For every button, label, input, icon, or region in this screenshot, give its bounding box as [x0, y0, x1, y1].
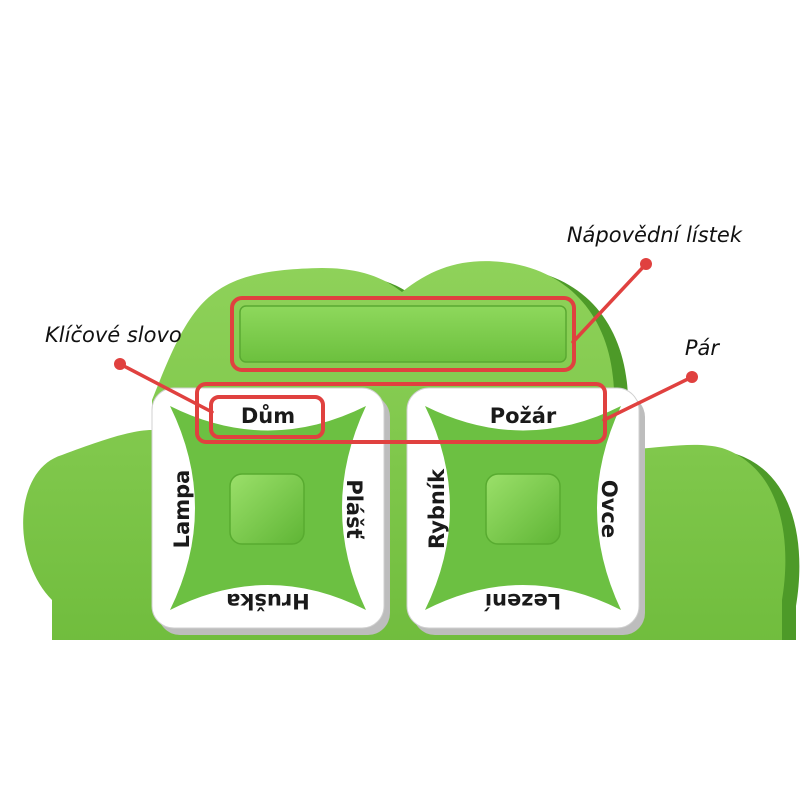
- hint-slip-leader: [571, 262, 648, 344]
- card-1-word-bottom: Hruška: [226, 589, 310, 613]
- callout-leaders: [118, 262, 694, 422]
- card-2-center-slot: [485, 473, 561, 545]
- card-1-word-left: Lampa: [170, 470, 194, 549]
- card-1-word-top: Dům: [241, 404, 295, 428]
- card-2: Požár Rybník Ovce Lezení: [406, 387, 645, 635]
- card-1-center-slot: [229, 473, 305, 545]
- card-2-word-top: Požár: [490, 404, 557, 428]
- card-1-word-right: Plášť: [342, 479, 366, 539]
- card-1: Dům Lampa Plášť Hruška: [151, 387, 390, 635]
- keyword-frame: [209, 395, 325, 439]
- hint-slip-frame: [230, 296, 576, 372]
- hint-slip-dot: [640, 258, 652, 270]
- pair-leader: [602, 375, 694, 422]
- callout-label-keyword: Klíčové slovo: [45, 323, 182, 347]
- keyword-dot: [114, 358, 126, 370]
- card-2-word-right: Ovce: [597, 480, 621, 538]
- hint-slip: [239, 305, 567, 363]
- keyword-leader: [118, 362, 214, 414]
- callout-label-hint-slip: Nápovědní lístek: [567, 223, 743, 247]
- card-2-word-left: Rybník: [425, 468, 449, 549]
- callout-dots: [114, 258, 698, 383]
- pair-frame: [195, 382, 607, 444]
- callout-frames: [195, 296, 607, 444]
- pair-dot: [686, 371, 698, 383]
- callout-label-pair: Pár: [685, 336, 721, 360]
- card-2-word-bottom: Lezení: [483, 589, 561, 613]
